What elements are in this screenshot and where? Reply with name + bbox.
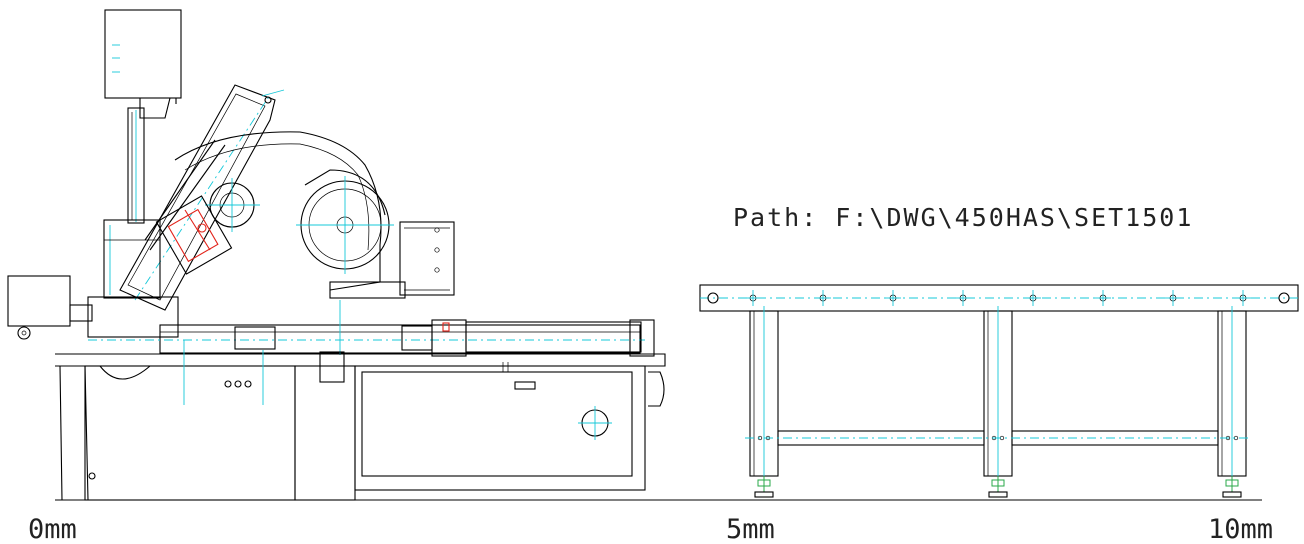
feed-rail [87, 296, 655, 357]
left-frame [103, 219, 161, 299]
machine-base [55, 340, 666, 501]
scale-label-mid: 5mm [726, 514, 775, 544]
column [127, 107, 145, 224]
vise-block [329, 221, 455, 299]
drive-wheel [205, 178, 260, 232]
hydraulic-tank [104, 9, 182, 119]
motor [7, 275, 93, 340]
gearbox [155, 195, 233, 275]
leveling-feet [754, 476, 1242, 498]
table-cross-brace [745, 430, 1250, 446]
table-leg-left [749, 306, 779, 480]
table-leg-middle [983, 306, 1013, 480]
path-label: Path: F:\DWG\450HAS\SET1501 [733, 203, 1193, 232]
table-leg-right [1217, 306, 1247, 480]
table-end-bolt-left [707, 292, 719, 304]
roller-table [699, 284, 1299, 498]
table-end-bolt-right [1278, 292, 1290, 304]
scale-label-start: 0mm [28, 514, 77, 544]
scale-label-end: 10mm [1208, 514, 1273, 544]
saw-machine [7, 9, 1262, 501]
blade-housing [174, 131, 394, 291]
beam-holes [745, 290, 1251, 306]
